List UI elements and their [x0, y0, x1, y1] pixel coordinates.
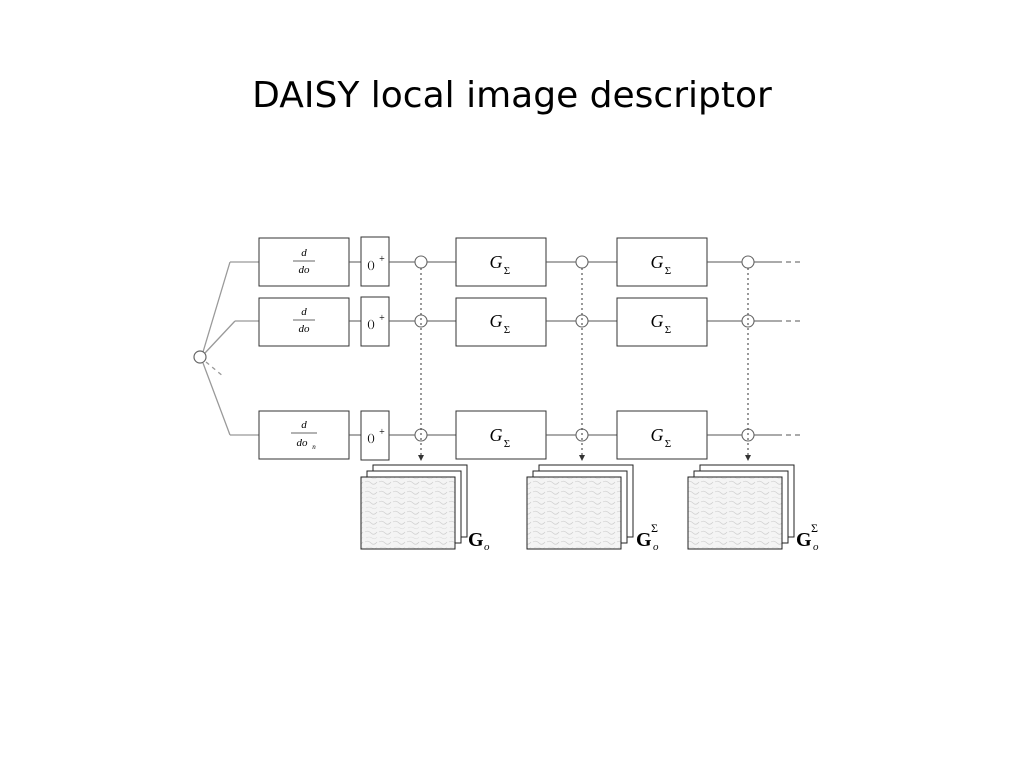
gauss-box-2-2: [616, 297, 708, 347]
rectifier-sup-1: +: [379, 254, 385, 265]
input-node: [193, 350, 207, 364]
rectifier-sup-2: +: [379, 313, 385, 324]
map-layer-front-3: [687, 476, 783, 550]
gauss-sub-2-2: Σ: [665, 324, 671, 336]
rectifier-box-2: [360, 296, 390, 347]
output-label-main-3: G: [796, 529, 812, 551]
output-stack-3: G o Σ: [687, 464, 819, 553]
tap-node-2-1: [414, 314, 428, 328]
row-2: d do () + G Σ G Σ: [258, 296, 804, 347]
derivative-box-2: [258, 297, 350, 347]
tap-node-1-1: [414, 255, 428, 269]
output-label-sup-2: Σ: [651, 521, 658, 535]
gauss-box-1-2: [616, 237, 708, 287]
input-fanout: [193, 261, 259, 436]
rectifier-label-1: (): [367, 259, 375, 271]
derivative-num-3: d: [301, 419, 307, 431]
gauss-sub-3-2: Σ: [665, 438, 671, 450]
rectifier-box-1: [360, 236, 390, 287]
output-stack-1: G o: [360, 464, 490, 553]
derivative-sub-3: n: [312, 443, 316, 451]
output-label-main-1: G: [468, 529, 484, 551]
tap-lines: [418, 268, 751, 461]
output-label-sub-3: o: [813, 541, 819, 553]
output-label-sub-2: o: [653, 541, 659, 553]
output-label-sub-1: o: [484, 541, 490, 553]
derivative-num-1: d: [301, 247, 307, 259]
gauss-label-1-1: G: [490, 252, 503, 272]
branch-line-3: [202, 362, 231, 436]
gauss-sub-2-1: Σ: [504, 324, 510, 336]
output-stack-2: G o Σ: [526, 464, 659, 553]
tap-node-2-2: [575, 314, 589, 328]
gauss-label-2-1: G: [490, 311, 503, 331]
map-layer-front-1: [360, 476, 456, 550]
derivative-num-2: d: [301, 306, 307, 318]
row-3: d do n () + G Σ G Σ: [258, 410, 804, 461]
gauss-label-1-2: G: [651, 252, 664, 272]
branch-line-2: [204, 320, 236, 354]
rectifier-label-3: (): [367, 432, 375, 444]
map-layer-front-2: [526, 476, 622, 550]
rectifier-sup-3: +: [379, 427, 385, 438]
gauss-label-3-2: G: [651, 425, 664, 445]
tap-node-1-2: [575, 255, 589, 269]
gauss-sub-1-2: Σ: [665, 265, 671, 277]
gauss-box-3-2: [616, 410, 708, 460]
branch-line-1: [202, 261, 231, 353]
row-1: d do () + G Σ G Σ: [258, 236, 804, 287]
rectifier-box-3: [360, 410, 390, 461]
tap-node-2-3: [741, 314, 755, 328]
gauss-label-3-1: G: [490, 425, 503, 445]
gauss-box-3-1: [455, 410, 547, 460]
rectifier-label-2: (): [367, 318, 375, 330]
slide-title: DAISY local image descriptor: [252, 75, 772, 116]
gauss-label-2-2: G: [651, 311, 664, 331]
output-label-sup-3: Σ: [811, 521, 818, 535]
branch-line-dashed: [205, 361, 225, 378]
derivative-den-3: do: [297, 437, 309, 449]
gauss-box-1-1: [455, 237, 547, 287]
derivative-den-2: do: [299, 323, 311, 335]
derivative-den-1: do: [299, 264, 311, 276]
output-label-main-2: G: [636, 529, 652, 551]
gauss-box-2-1: [455, 297, 547, 347]
gauss-sub-3-1: Σ: [504, 438, 510, 450]
gauss-sub-1-1: Σ: [504, 265, 510, 277]
tap-node-1-3: [741, 255, 755, 269]
derivative-box-1: [258, 237, 350, 287]
derivative-box-3: [258, 410, 350, 460]
